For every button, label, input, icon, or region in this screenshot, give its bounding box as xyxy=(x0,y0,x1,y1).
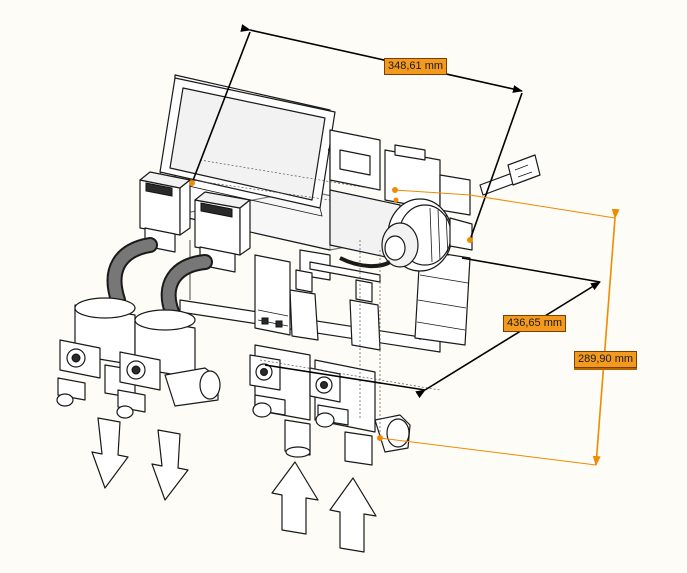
center-fittings xyxy=(254,249,392,351)
dimension-label-height: 289,90 mm xyxy=(574,351,638,368)
controller-blocks xyxy=(329,129,471,346)
pump-motor xyxy=(381,198,473,272)
dimension-height xyxy=(379,189,620,466)
valve-unit-left-b xyxy=(116,309,221,419)
valve-unit-left-a xyxy=(56,297,136,407)
dimension-label-width: 348,61 mm xyxy=(384,58,448,75)
measure-points xyxy=(189,180,473,441)
solenoid-head-right xyxy=(194,191,251,273)
dashed-guides xyxy=(189,159,441,440)
valve-unit-center-a xyxy=(249,344,311,458)
outlet-arrows xyxy=(91,417,189,501)
hoses xyxy=(106,237,213,320)
dimension-label-depth: 436,65 mm xyxy=(503,315,567,332)
inlet-arrows xyxy=(271,461,377,553)
dimension-depth xyxy=(264,257,601,399)
rear-connector xyxy=(479,154,541,196)
